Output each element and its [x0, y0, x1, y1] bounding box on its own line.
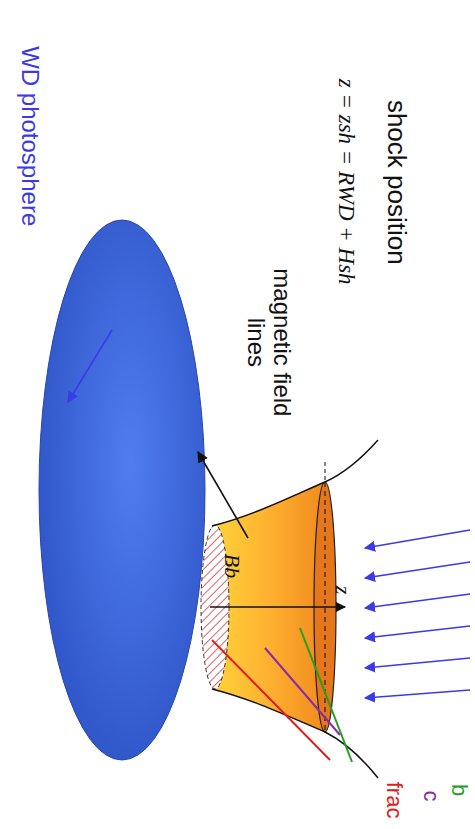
cut-label: c — [418, 791, 442, 802]
field-line — [212, 689, 378, 778]
leader-line — [300, 628, 352, 762]
z-axis — [210, 606, 345, 608]
leader-arrow — [198, 452, 248, 538]
base-field-label: Bb — [220, 554, 244, 578]
shock-equation: z = zsh = RWD + Hsh — [333, 79, 358, 285]
axis-label: z — [331, 586, 355, 595]
inflow-arrows — [365, 530, 470, 698]
shock-marker — [325, 460, 326, 480]
cut-label: frac — [382, 782, 406, 819]
shock-label: shock position — [382, 100, 411, 265]
field-label: magnetic field lines — [242, 255, 295, 430]
field-line — [212, 440, 378, 526]
cut-label: b — [447, 784, 471, 796]
photosphere-label: WD photosphere — [17, 46, 43, 226]
leader-arrow — [68, 330, 112, 402]
white-dwarf — [39, 220, 205, 760]
leader-line — [265, 648, 340, 735]
leader-line — [212, 640, 330, 760]
